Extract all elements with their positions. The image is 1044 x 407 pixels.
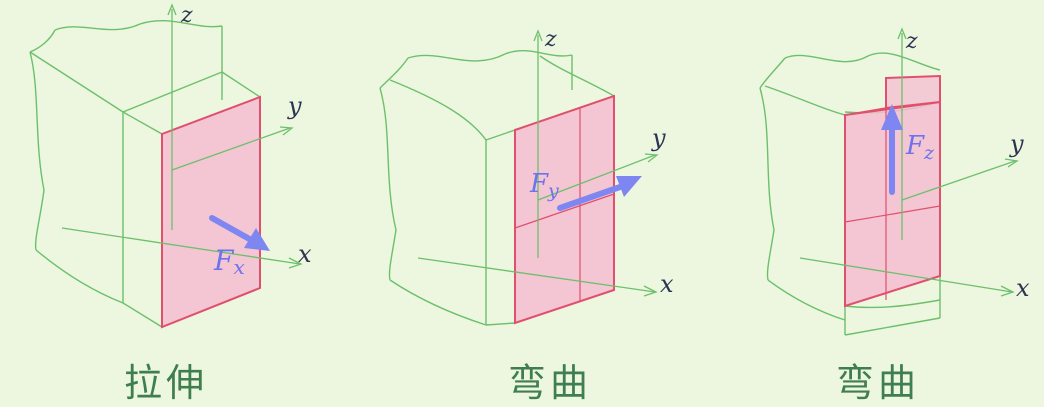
force-arrow: [209, 215, 270, 251]
y-axis-label: y: [651, 124, 666, 152]
caption-bending-1: 弯曲: [507, 361, 592, 405]
y-axis-label: y: [1009, 130, 1024, 158]
section-internal-lines: [514, 108, 615, 302]
force-arrow: [557, 176, 642, 211]
section-internal-lines: [844, 108, 941, 300]
z-axis-label: z: [180, 3, 193, 28]
caption-tension: 拉伸: [123, 361, 208, 405]
beam-outline: [379, 49, 615, 326]
x-axis-label: x: [1016, 274, 1030, 302]
coordinate-axes: [61, 3, 303, 269]
panel-bending-z: z y x Fz: [759, 27, 1030, 336]
caption-bending-2: 弯曲: [835, 361, 920, 405]
force-arrow: [881, 104, 903, 195]
section-top-region: [844, 74, 941, 116]
force-label: Fz: [905, 131, 935, 164]
y-axis-label: y: [287, 92, 302, 120]
force-label: Fy: [529, 169, 559, 202]
coordinate-axes: [799, 27, 1019, 297]
beam-outline: [29, 20, 261, 328]
panel-bending-y: z y x Fy: [379, 27, 674, 326]
z-axis-label: z: [905, 29, 918, 54]
panel-tension: z y x Fx: [29, 3, 312, 329]
cross-section-face: [161, 95, 261, 329]
force-label: Fx: [213, 244, 245, 279]
x-axis-label: x: [298, 240, 312, 268]
x-axis-label: x: [660, 270, 674, 298]
z-axis-label: z: [544, 27, 557, 52]
coordinate-axes: [417, 29, 659, 297]
